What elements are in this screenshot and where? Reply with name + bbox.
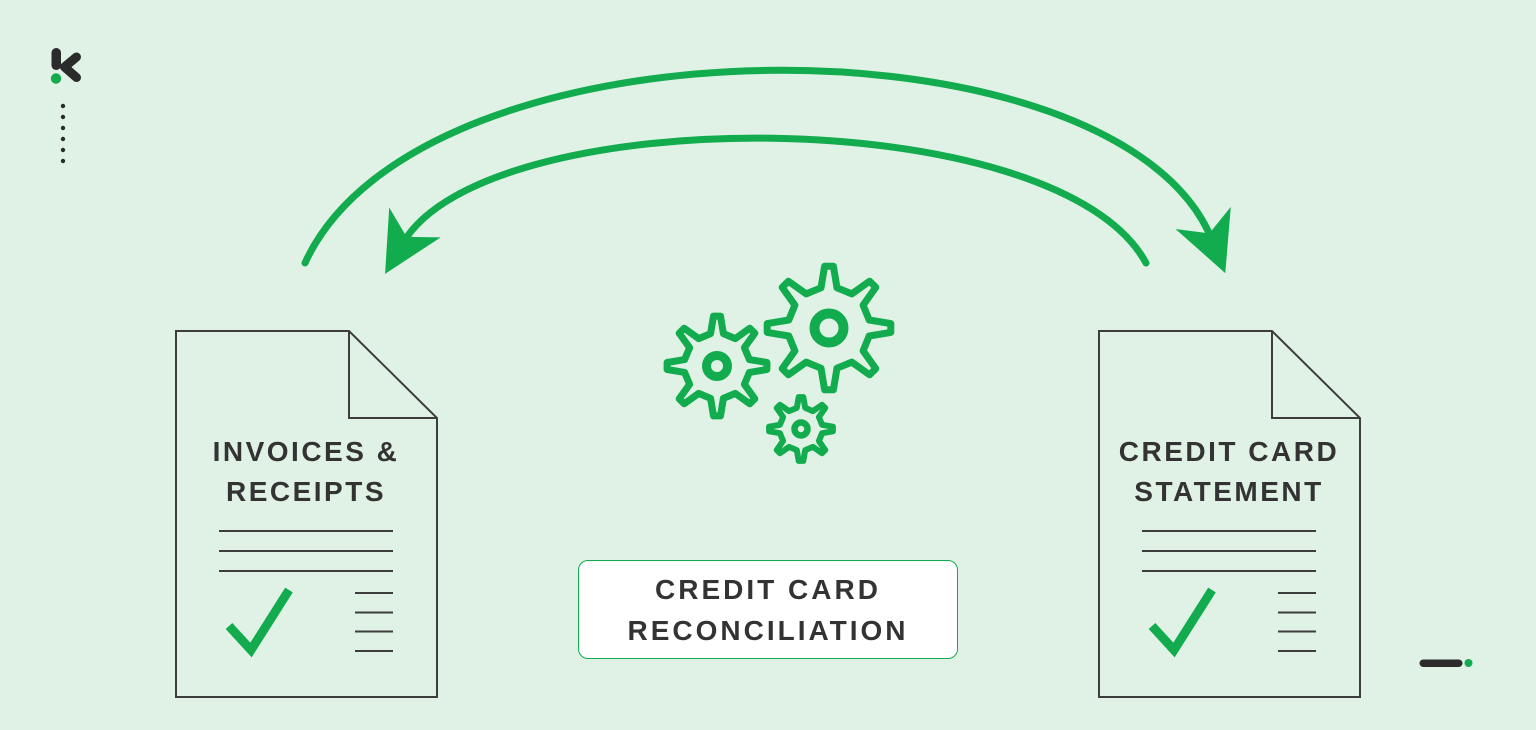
document-short-lines <box>355 592 393 652</box>
gear-large <box>763 262 895 394</box>
brand-k-mark-icon <box>50 48 81 84</box>
document-text-lines <box>1142 530 1316 572</box>
document-short-lines <box>1278 592 1316 652</box>
document-icon <box>1098 330 1361 698</box>
arrow-left-to-right <box>301 66 1231 274</box>
document-icon <box>175 330 438 698</box>
footer-dash <box>1419 659 1463 667</box>
reconciliation-label: CREDIT CARD RECONCILIATION <box>578 560 958 659</box>
checkmark-icon <box>1148 587 1216 658</box>
document-outline <box>1098 330 1361 698</box>
document-fold <box>1271 331 1360 419</box>
gear-small-hub <box>791 419 811 439</box>
logo-chevron <box>60 52 81 82</box>
left-document-title: INVOICES & RECEIPTS <box>212 436 400 507</box>
gears-icon <box>663 262 895 464</box>
logo-stem <box>51 48 61 70</box>
arrow-right-to-left <box>384 134 1150 274</box>
gear-small <box>766 394 836 464</box>
dotted-line-decoration <box>60 103 66 164</box>
dash-and-dot-icon <box>1419 659 1473 667</box>
cycle-arrows-icon <box>301 66 1231 274</box>
document-fold <box>348 331 437 419</box>
gear-large-hub <box>809 308 849 348</box>
footer-green-dot <box>1464 659 1473 667</box>
document-text-lines <box>219 530 393 572</box>
right-document-title: CREDIT CARD STATEMENT <box>1118 436 1340 507</box>
checkmark-icon <box>225 587 293 658</box>
gear-medium <box>663 312 771 420</box>
gear-medium-hub <box>702 351 732 381</box>
document-outline <box>175 330 438 698</box>
reconciliation-label-text: CREDIT CARD RECONCILIATION <box>627 573 909 646</box>
logo-green-dot <box>50 73 62 84</box>
